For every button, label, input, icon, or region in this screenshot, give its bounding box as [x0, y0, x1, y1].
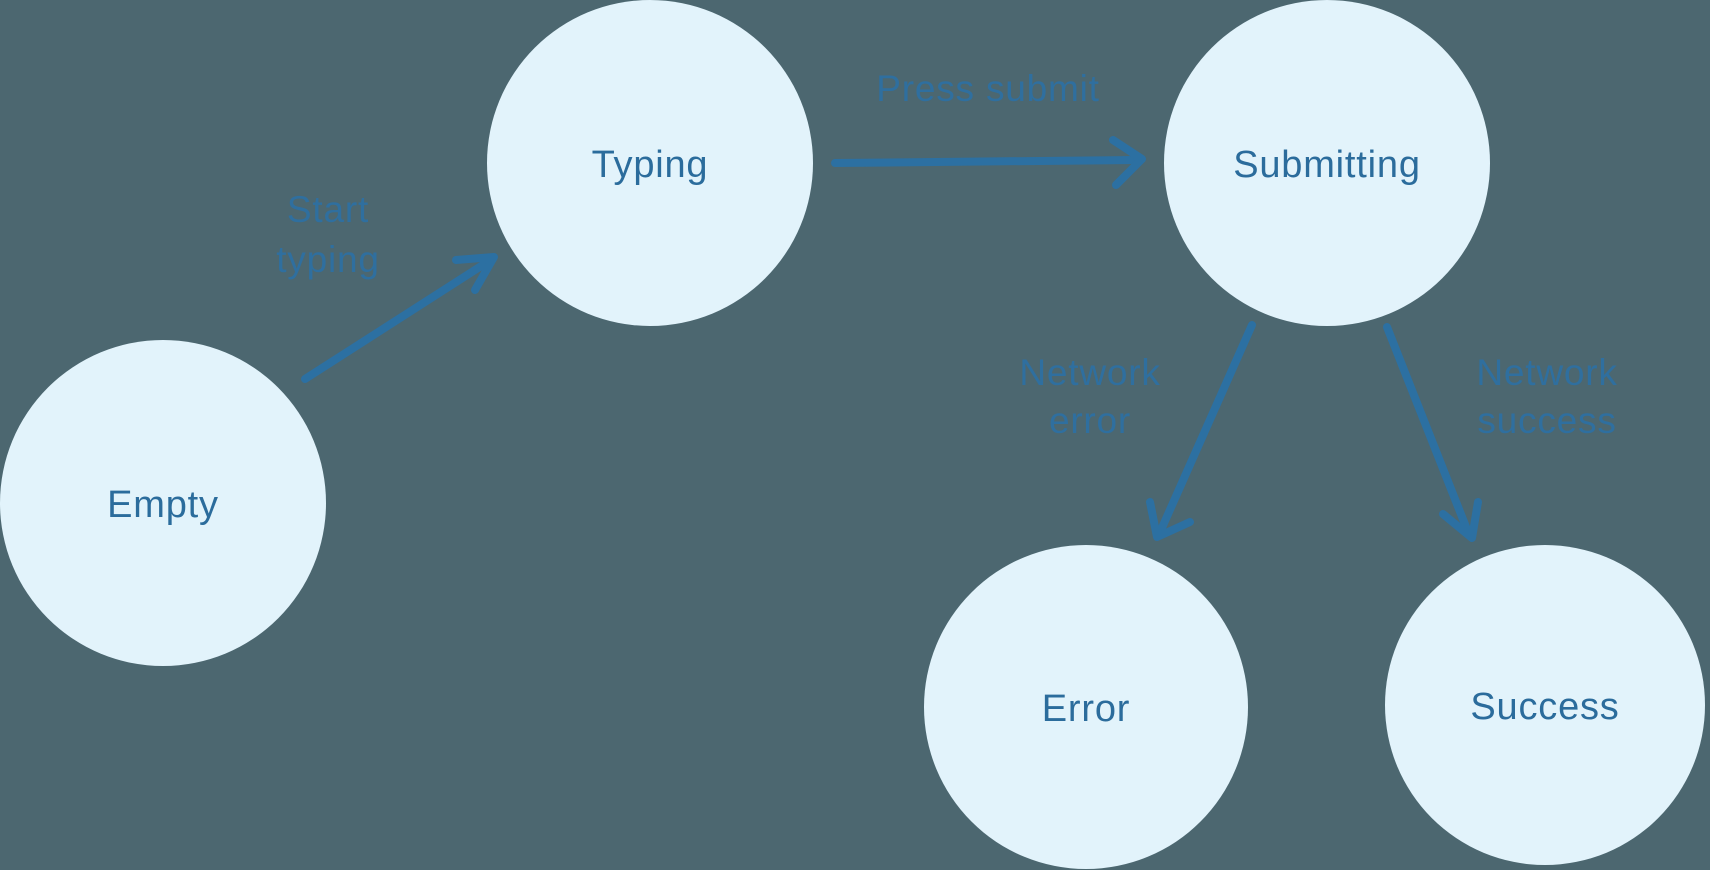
state-label: Error [1042, 688, 1130, 730]
state-node-submitting: Submitting [1164, 0, 1490, 326]
state-circle [0, 340, 326, 666]
transition-label-network-error: Network error [1019, 352, 1160, 441]
transition-label-line: Network [1476, 352, 1617, 393]
transition-label-line: error [1049, 400, 1131, 441]
transition-label-line: Network [1019, 352, 1160, 393]
transition-arrow-start-typing [301, 253, 498, 383]
arrow-shaft [1157, 321, 1256, 534]
transition-label-network-success: Network success [1476, 352, 1617, 441]
transition-arrow-network-success [1383, 323, 1482, 542]
state-node-success: Success [1385, 545, 1705, 865]
state-circle [924, 545, 1248, 869]
arrow-shaft [1383, 323, 1472, 536]
state-label: Submitting [1233, 144, 1421, 186]
transition-arrow-press-submit [831, 136, 1146, 189]
state-label: Typing [592, 144, 709, 186]
transition-label-line: success [1477, 400, 1616, 441]
state-node-error: Error [924, 545, 1248, 869]
state-circle [1164, 0, 1490, 326]
arrow-shaft [831, 156, 1140, 167]
state-circle [1385, 545, 1705, 865]
state-label: Success [1470, 686, 1619, 728]
arrow-head-icon [1439, 498, 1482, 542]
state-node-typing: Typing [487, 0, 813, 326]
arrow-shaft [301, 257, 493, 383]
transition-label-start-typing: Start typing [276, 189, 380, 280]
transition-label-press-submit: Press submit [876, 68, 1099, 109]
state-label: Empty [107, 484, 219, 526]
arrow-head-icon [1146, 498, 1194, 541]
transition-arrow-network-error [1146, 321, 1256, 541]
arrow-head-icon [1109, 136, 1146, 189]
state-node-empty: Empty [0, 340, 326, 666]
transition-label-line: Press submit [876, 68, 1099, 109]
arrow-head-icon [452, 253, 498, 294]
transition-label-line: Start [287, 189, 369, 230]
transition-label-line: typing [276, 239, 380, 280]
state-circle [487, 0, 813, 326]
